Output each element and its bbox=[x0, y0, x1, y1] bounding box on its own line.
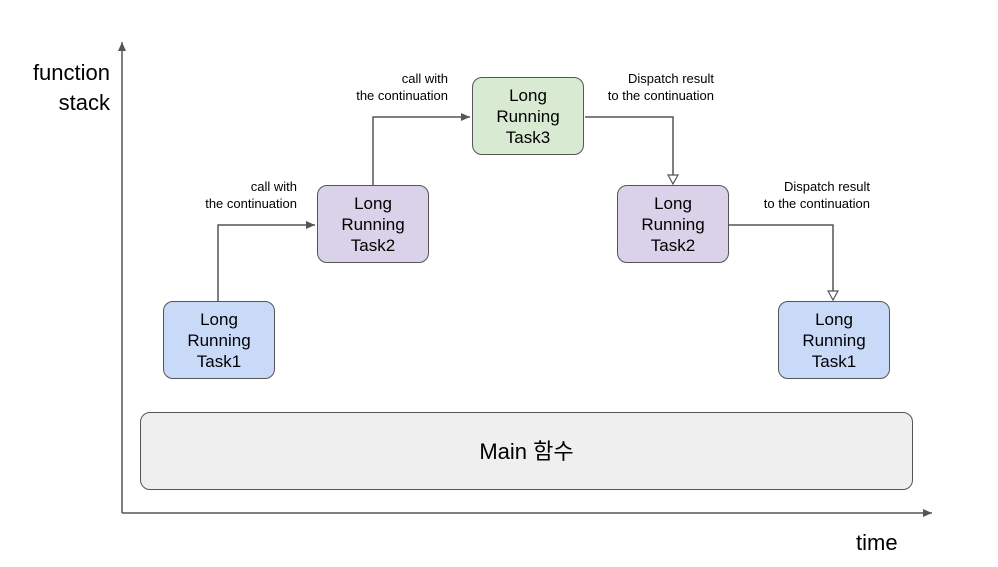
dispatch-note-1-line-2: to the continuation bbox=[607, 88, 714, 103]
task1-right-line-1: Long bbox=[815, 309, 853, 329]
task2-right-line-2: Running bbox=[641, 214, 705, 234]
dispatch-note-2-line-2: to the continuation bbox=[763, 196, 870, 211]
task2-left-line-1: Long bbox=[354, 193, 392, 213]
dispatch-note-1-line-1: Dispatch result bbox=[628, 71, 714, 86]
task2-left-line-3: Task2 bbox=[350, 235, 396, 255]
task1-right-line-3: Task1 bbox=[811, 351, 857, 371]
y-axis-label-line-1: function bbox=[32, 60, 110, 85]
dispatch-arrow-task2-to-task1 bbox=[729, 224, 833, 300]
call-note-2: call with the continuation bbox=[327, 70, 448, 104]
y-axis-label-line-2: stack bbox=[58, 90, 110, 115]
dispatch-note-2-line-1: Dispatch result bbox=[784, 179, 870, 194]
task3-line-2: Running bbox=[496, 106, 560, 126]
dispatch-note-1: Dispatch result to the continuation bbox=[584, 70, 714, 104]
main-function-node: Main 함수 bbox=[140, 412, 913, 490]
task3-line-3: Task3 bbox=[505, 127, 551, 147]
task2-right-line-3: Task2 bbox=[650, 235, 696, 255]
task2-right-node: Long Running Task2 bbox=[617, 185, 729, 263]
call-note-2-line-1: call with bbox=[401, 71, 448, 86]
task1-left-line-3: Task1 bbox=[196, 351, 242, 371]
task2-right-line-1: Long bbox=[654, 193, 692, 213]
call-note-1-line-1: call with bbox=[250, 179, 297, 194]
call-arrow-task1-to-task2 bbox=[217, 221, 315, 301]
task1-left-node: Long Running Task1 bbox=[163, 301, 275, 379]
dispatch-note-2: Dispatch result to the continuation bbox=[740, 178, 870, 212]
call-note-2-line-2: the continuation bbox=[356, 88, 448, 103]
y-axis-label: function stack bbox=[22, 58, 110, 118]
task1-left-line-1: Long bbox=[200, 309, 238, 329]
task2-left-line-2: Running bbox=[341, 214, 405, 234]
x-axis-label: time bbox=[856, 530, 898, 555]
call-arrow-task2-to-task3 bbox=[372, 113, 470, 185]
dispatch-arrow-task3-to-task2 bbox=[585, 116, 673, 184]
main-function-label: Main 함수 bbox=[479, 438, 574, 464]
task2-left-node: Long Running Task2 bbox=[317, 185, 429, 263]
task3-line-1: Long bbox=[509, 85, 547, 105]
task1-left-line-2: Running bbox=[187, 330, 251, 350]
call-note-1-line-2: the continuation bbox=[205, 196, 297, 211]
task3-node: Long Running Task3 bbox=[472, 77, 584, 155]
task1-right-line-2: Running bbox=[802, 330, 866, 350]
task1-right-node: Long Running Task1 bbox=[778, 301, 890, 379]
call-note-1: call with the continuation bbox=[176, 178, 297, 212]
